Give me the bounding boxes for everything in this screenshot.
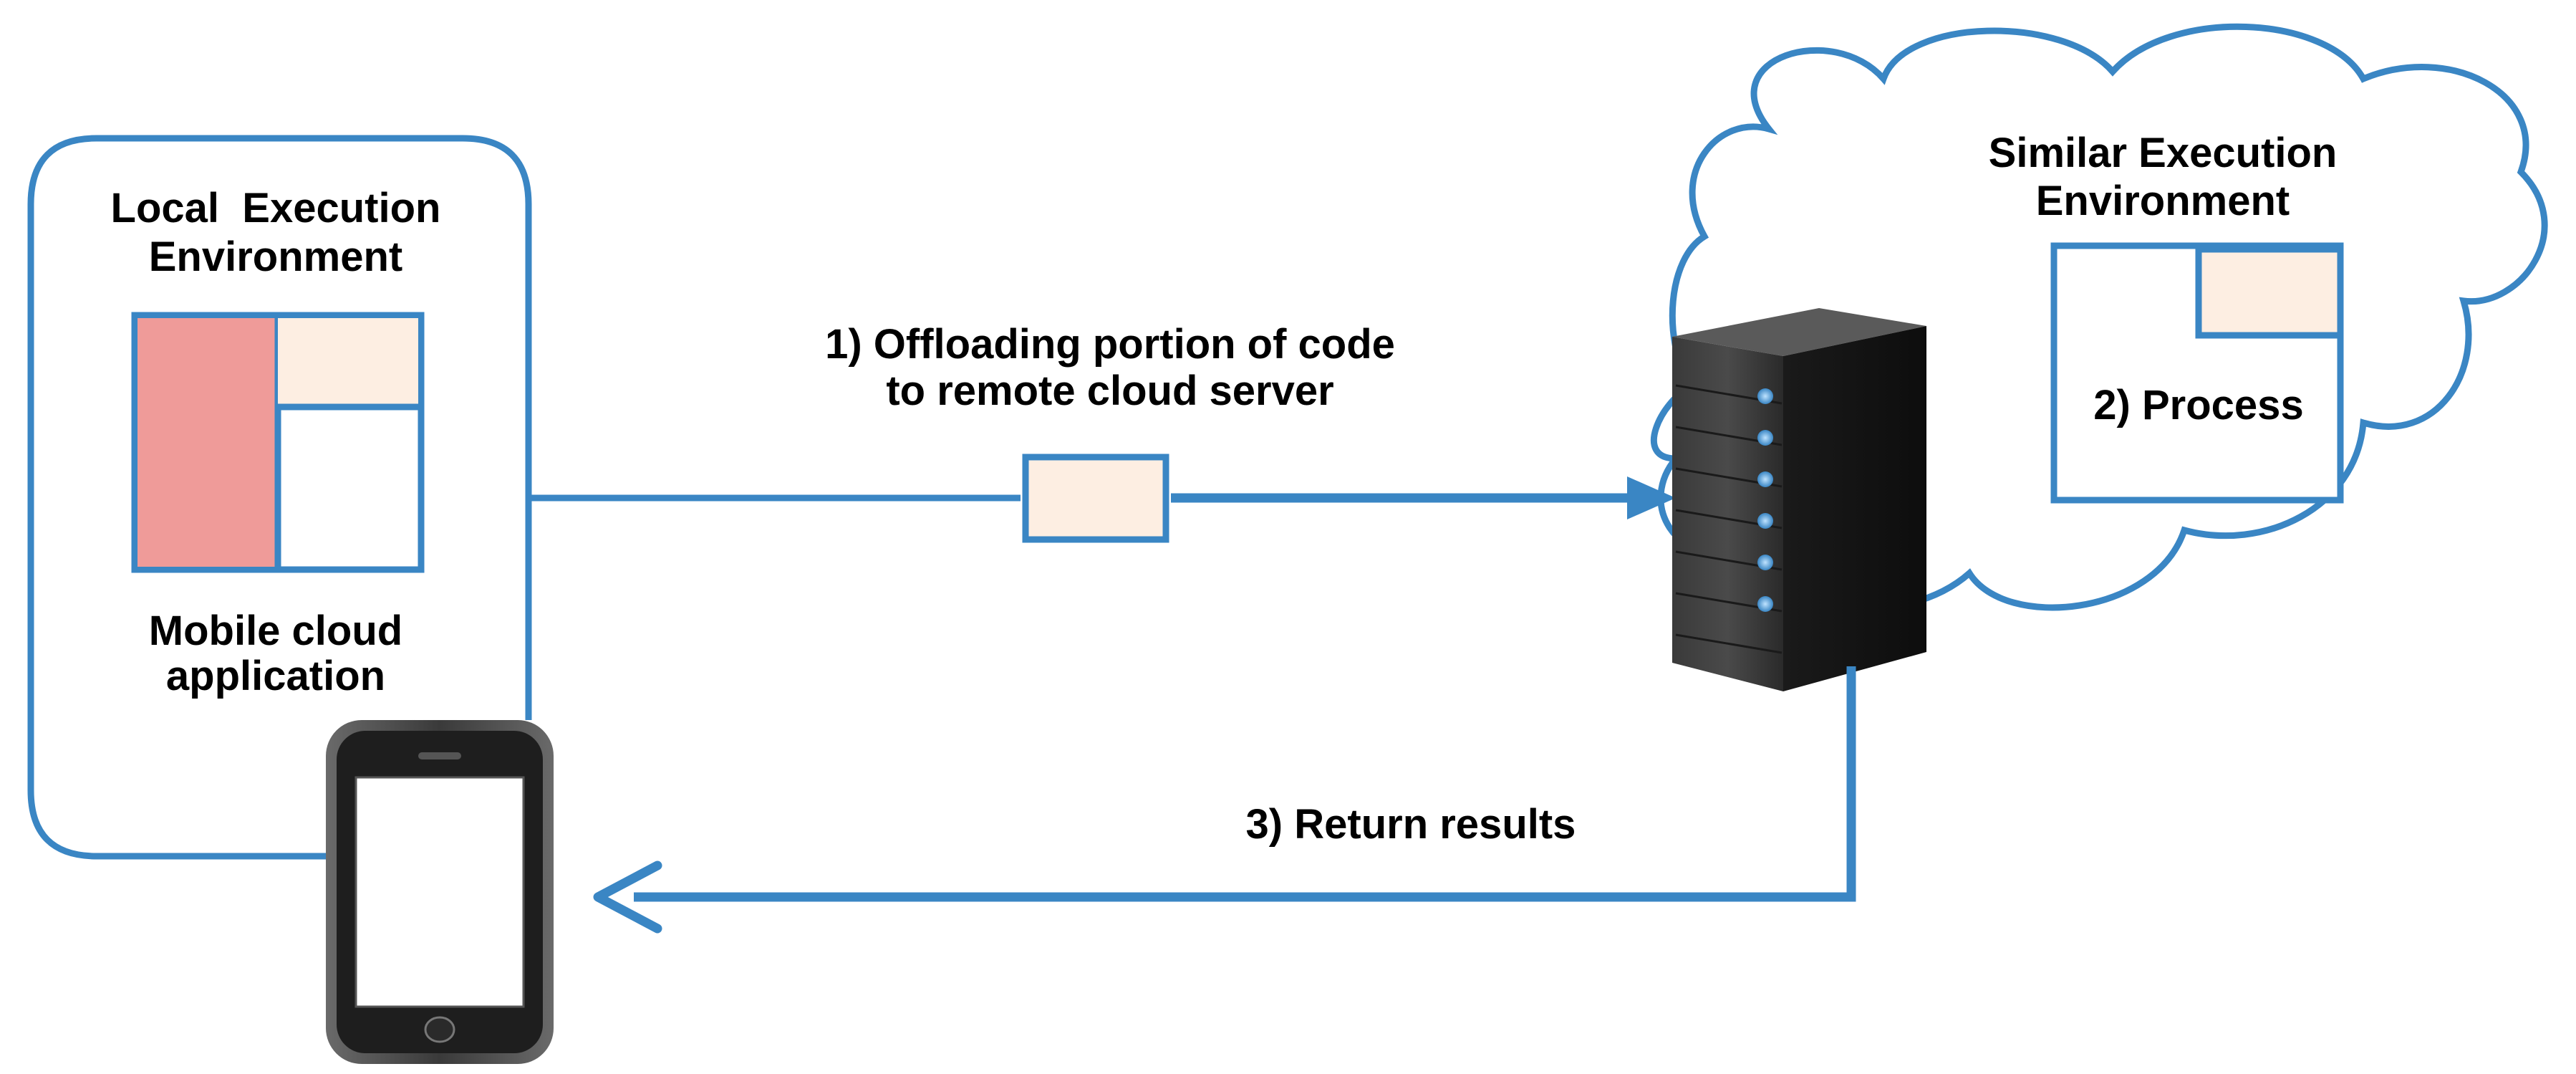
smartphone-icon (326, 720, 554, 1064)
local-title-line2: Environment (149, 234, 403, 280)
app-label-line2: application (166, 653, 385, 699)
server-led (1757, 513, 1773, 529)
local-environment-frame (27, 135, 532, 860)
cloud-title-line1: Similar Execution (1989, 130, 2338, 176)
offloaded-code-block (1022, 454, 1169, 543)
remote-process-box: 2) Process (2050, 242, 2344, 504)
mobile-app-block (131, 312, 425, 573)
cloud-title-line2: Environment (2036, 178, 2290, 224)
return-arrow (593, 666, 1856, 934)
return-arrowhead (593, 860, 662, 934)
server-tower-icon (1672, 308, 1926, 691)
offload-arrow (531, 454, 1676, 543)
server-led (1757, 430, 1773, 446)
phone-speaker (418, 752, 461, 759)
app-label-line1: Mobile cloud (149, 608, 402, 654)
phone-home-button (424, 1016, 455, 1043)
process-label: 2) Process (2093, 382, 2303, 428)
local-title-line1: Local Execution (111, 185, 441, 231)
return-label: 3) Return results (1246, 801, 1576, 848)
remote-code-block (2195, 246, 2344, 339)
server-led (1757, 388, 1773, 404)
phone-screen (354, 776, 525, 1008)
server-led (1757, 555, 1773, 570)
app-offloadable-portion (278, 318, 418, 406)
app-local-portion (138, 318, 276, 567)
offload-label-line2: to remote cloud server (886, 368, 1333, 414)
offload-arrowhead (1627, 476, 1676, 519)
server-led (1757, 471, 1773, 487)
server-led (1757, 596, 1773, 612)
offload-label-line1: 1) Offloading portion of code (825, 321, 1395, 368)
